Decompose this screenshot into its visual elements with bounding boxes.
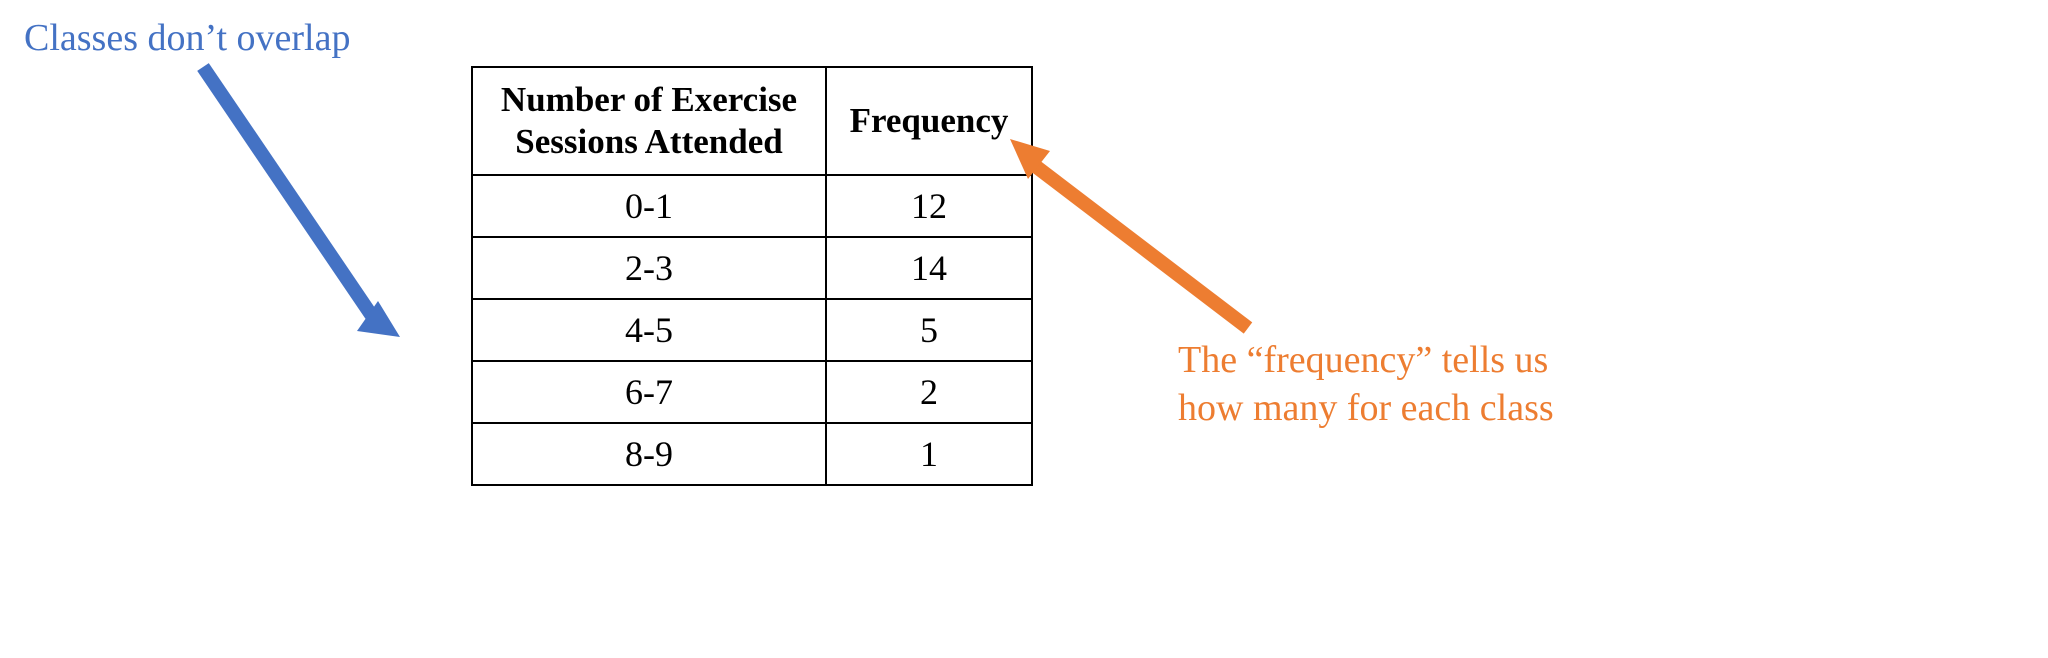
frequency-cell: 12 <box>825 174 1033 238</box>
frequency-cell: 1 <box>825 422 1033 486</box>
frequency-cell: 2 <box>825 360 1033 424</box>
class-cell: 0-1 <box>471 174 827 238</box>
orange-arrow-icon <box>1010 139 1253 334</box>
class-cell: 4-5 <box>471 298 827 362</box>
frequency-cell: 14 <box>825 236 1033 300</box>
class-cell: 2-3 <box>471 236 827 300</box>
header-frequency: Frequency <box>825 66 1033 176</box>
frequency-cell: 5 <box>825 298 1033 362</box>
class-cell: 8-9 <box>471 422 827 486</box>
frequency-table: Number of Exercise Sessions Attended Fre… <box>471 66 1033 486</box>
table-header-row: Number of Exercise Sessions Attended Fre… <box>471 66 1033 176</box>
blue-arrow-icon <box>197 63 400 337</box>
classes-note: Classes don’t overlap <box>24 17 351 59</box>
header-sessions: Number of Exercise Sessions Attended <box>471 66 827 176</box>
class-cell: 6-7 <box>471 360 827 424</box>
frequency-note: The “frequency” tells us how many for ea… <box>1178 339 1554 429</box>
